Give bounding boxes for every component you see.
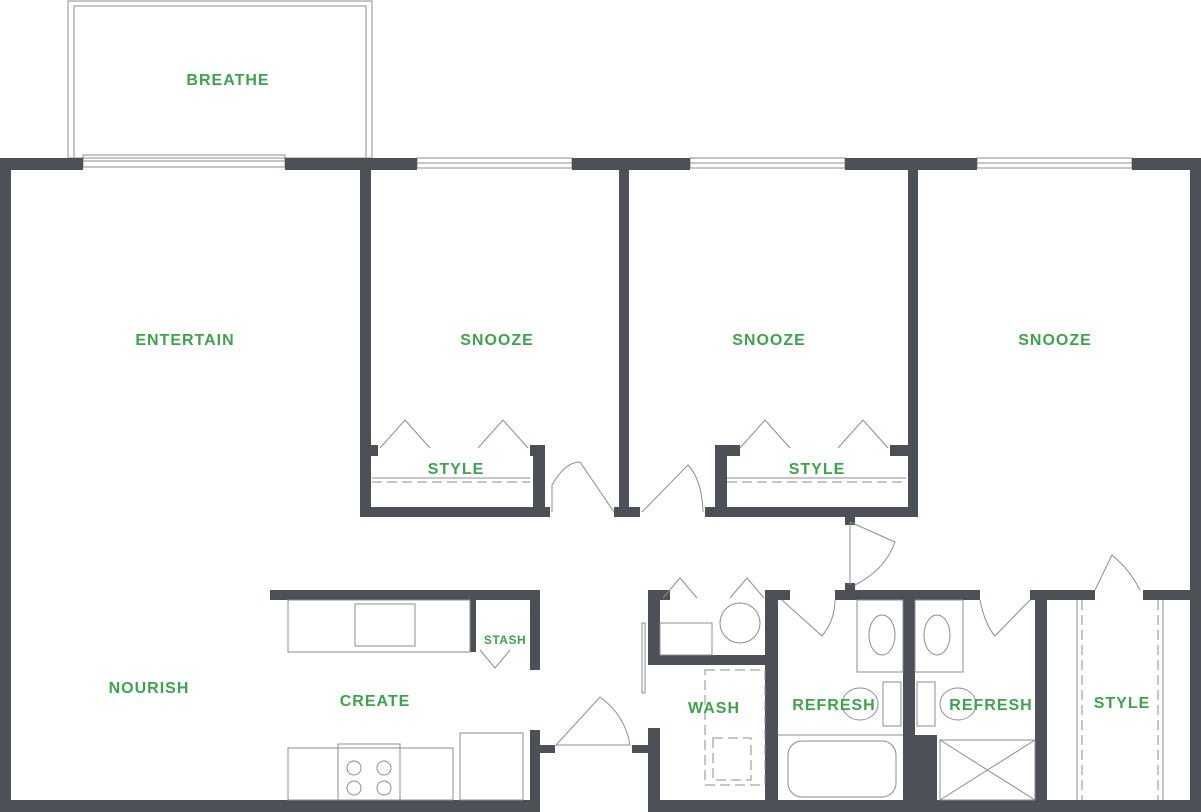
label-bath-2: REFRESH (949, 697, 1032, 714)
label-closet-1: STYLE (428, 461, 485, 478)
label-balcony: BREATHE (186, 72, 269, 89)
label-living: ENTERTAIN (135, 332, 234, 349)
label-bedroom-1: SNOOZE (460, 332, 534, 349)
label-bedroom-3: SNOOZE (1018, 332, 1092, 349)
walls (0, 158, 1201, 812)
label-bath-1: REFRESH (792, 697, 875, 714)
label-closet-3: STYLE (1094, 695, 1151, 712)
room-labels: BREATHE ENTERTAIN SNOOZE SNOOZE SNOOZE S… (109, 72, 1151, 717)
label-bedroom-2: SNOOZE (732, 332, 806, 349)
doors (379, 419, 1141, 746)
label-dining: NOURISH (109, 680, 190, 697)
label-pantry: STASH (484, 633, 526, 647)
balcony-railing (67, 0, 373, 159)
fixtures (287, 477, 1164, 801)
label-kitchen: CREATE (340, 693, 411, 710)
label-closet-2: STYLE (789, 461, 846, 478)
label-laundry: WASH (688, 700, 740, 717)
